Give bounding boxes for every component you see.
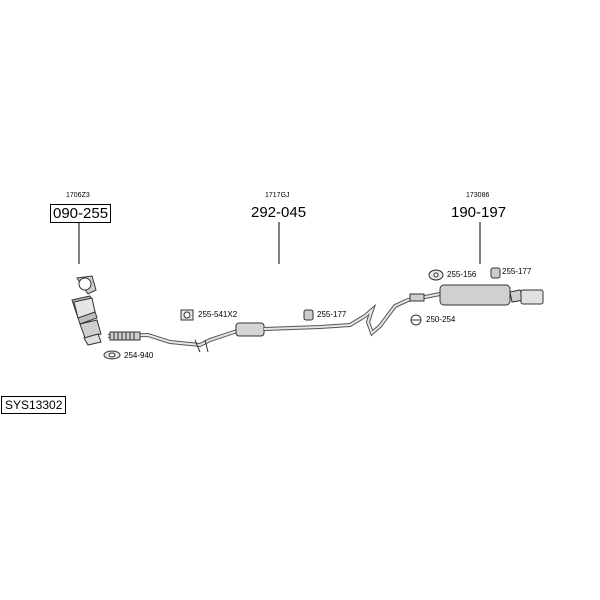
middle-muffler-part (235, 322, 265, 337)
hanger-icon (303, 309, 314, 321)
system-id-label: SYS13302 (1, 396, 67, 414)
middle-part-code: 1717GJ (265, 192, 290, 199)
front-part-code: 1706Z3 (66, 192, 90, 199)
accessory-label[interactable]: 250-254 (426, 315, 456, 324)
middle-pipe-part (107, 328, 241, 353)
gasket-icon (103, 350, 121, 360)
rear-part-number[interactable]: 190-197 (451, 204, 507, 221)
ring-clamp-icon (410, 314, 422, 326)
rubber-mount-icon (428, 269, 444, 281)
accessory-label[interactable]: 255-177 (502, 267, 532, 276)
front-part-number[interactable]: 090-255 (50, 204, 112, 223)
accessory-label[interactable]: 255-177 (317, 310, 347, 319)
middle-part-number[interactable]: 292-045 (251, 204, 307, 221)
hanger-icon (490, 267, 501, 279)
rear-muffler-part (439, 284, 544, 306)
accessory-label[interactable]: 255-156 (447, 270, 477, 279)
clamp-icon (180, 309, 194, 321)
accessory-label[interactable]: 255-541X2 (198, 310, 238, 319)
accessory-label[interactable]: 254-940 (124, 351, 154, 360)
rear-part-code: 173086 (466, 192, 490, 199)
connecting-pipe-part (263, 292, 441, 337)
catalytic-converter-part (71, 275, 102, 346)
